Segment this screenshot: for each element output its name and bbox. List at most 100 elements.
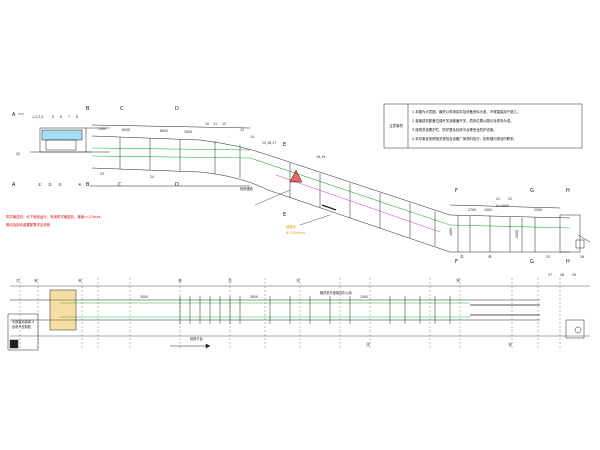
notes-header: 注意事项 — [389, 123, 403, 128]
plan-label-walkway: 检修平台 — [190, 336, 203, 341]
dim-1500: 1500 — [98, 127, 106, 131]
tag-c5: ⑤ — [460, 254, 464, 259]
section-c-top: C — [120, 106, 124, 112]
dims-upper: 1500 6000 6000 1000 2700 1000 5×3000 250… — [98, 127, 542, 238]
plan-label-drive-1: 头部驱动装置 4 — [12, 319, 34, 324]
tag-c1: ① — [38, 182, 42, 187]
tail-takeup — [577, 234, 591, 243]
yellow-note-line-1: 坡道段 — [286, 224, 296, 229]
red-note-line-2: 驱动及制动装置配置详见说明 — [6, 222, 51, 227]
plan-motor — [9, 339, 19, 349]
plan-label-29: 29 — [572, 273, 576, 277]
section-c-bottom: C — [118, 182, 122, 188]
plan-labels: 输送机头部驱动中心线 检修平台 头部驱动装置 4 及电气控制柜 3000 300… — [12, 273, 576, 341]
section-g-bottom: G — [530, 259, 534, 265]
flow-arrow-icon — [205, 343, 211, 349]
tag-c3: ③ — [58, 182, 62, 187]
plan-label-drive-2: 及电气控制柜 — [12, 324, 32, 329]
section-e-top: E — [283, 142, 286, 148]
plan-view — [7, 278, 590, 351]
notes-line-2: 2 各输送机配备拉绳开关及跑偏开关，具体位置以图示及现场为准。 — [412, 118, 514, 123]
dim-line-upper — [91, 124, 251, 129]
part-label-10: 10 — [205, 122, 209, 126]
part-label-12: 12 — [222, 122, 226, 126]
section-h-bottom: H — [566, 259, 570, 265]
belt-center-green-2 — [91, 155, 251, 159]
part-label-23: 23 — [100, 172, 104, 176]
idler-stands-slope — [289, 163, 436, 246]
tail-counterweight — [575, 239, 585, 249]
part-label-25: 25 — [546, 255, 550, 259]
dim-1800: 1800 — [449, 228, 453, 236]
part-label-18-19: 18,19 — [316, 155, 325, 159]
section-e-bottom: E — [283, 212, 286, 218]
part-label-24: 24 — [150, 175, 154, 179]
plan-dim-3000-b: 3000 — [250, 295, 258, 299]
dim-1000-b: 1000 — [484, 208, 492, 212]
incline-magenta — [275, 174, 441, 233]
section-b-bottom: B — [86, 182, 90, 188]
idler-stands-tail — [469, 216, 536, 252]
dim-2500: 2500 — [534, 208, 542, 212]
part-label-26: 26 — [580, 255, 584, 259]
part-label-7: 7 — [68, 115, 70, 119]
notes-line-4: 4 未尽事宜参照相关规范及设备厂家资料执行，如有疑问请及时联系。 — [412, 136, 517, 141]
tag-c7: ⑦ — [16, 278, 20, 283]
tag-c8: ⑧ — [34, 278, 38, 283]
dim-2700: 2700 — [468, 208, 476, 212]
part-numbers-upper: 1,2,3,4 5 6 7 8 10 11 12 13 14 15,16,17 … — [16, 115, 584, 259]
transition-top — [199, 139, 269, 156]
notes-line-3: 3 按规范设置护栏、防护罩及检修平台等安全防护设施。 — [412, 127, 497, 132]
section-g-top: G — [530, 188, 534, 194]
head-hopper — [41, 129, 83, 141]
section-d-top: D — [175, 106, 179, 112]
notes-frame — [383, 103, 583, 149]
belt-center-green-1 — [91, 147, 251, 151]
part-label-20: 20 — [16, 152, 20, 156]
belt-top-1 — [91, 135, 201, 141]
part-label-22: 22 — [508, 197, 512, 201]
part-label-1-4: 1,2,3,4 — [32, 115, 43, 119]
section-h-top: H — [566, 188, 570, 194]
part-label-8: 8 — [76, 115, 78, 119]
red-note: 带式输送机：长下坡段运行，采用带式输送机，速度v=2.5m/s， 驱动及制动装置… — [6, 214, 104, 227]
tag-c11: ⑪ — [228, 277, 232, 283]
cleaner-device — [321, 204, 337, 211]
plan-label-27: 27 — [548, 273, 552, 277]
notes-line-1: 1 本图为示意图，最终以现场实际及设备资料为准，不得直接用于施工。 — [412, 109, 520, 114]
dim-1000: 1000 — [184, 130, 192, 134]
incline-top — [267, 154, 451, 216]
part-label-13: 13 — [240, 128, 244, 132]
part-label-11: 11 — [213, 122, 217, 126]
section-d-bottom: D — [175, 182, 179, 188]
section-a-top: A — [12, 112, 16, 118]
tail-belt-top — [449, 214, 571, 219]
tag-c9: ⑨ — [78, 278, 82, 283]
tag-c14: ⑭ — [456, 277, 460, 283]
part-label-21: 21 — [496, 197, 500, 201]
tag-c13: ⑬ — [366, 341, 370, 347]
tag-c2: ② — [48, 182, 52, 187]
belt-bottom-1 — [91, 167, 201, 173]
part-label-walkway: 检修通道 — [240, 186, 254, 191]
leader-line-1 — [254, 189, 291, 206]
section-markers-upper: A A B B C C D D E E F F G G H H — [12, 106, 570, 265]
plan-dim-2500: 2500 — [360, 295, 368, 299]
plan-label-28: 28 — [560, 273, 564, 277]
tail-station-frame — [559, 214, 581, 253]
section-f-bottom: F — [455, 259, 458, 265]
brake-device-icon — [289, 169, 303, 183]
section-f-top: F — [455, 188, 458, 194]
plan-head-drive — [49, 289, 77, 331]
section-b-top: B — [86, 106, 90, 112]
incline-bottom — [267, 189, 451, 253]
circle-tags-upper: ① ② ③ ④ ⑤ ⑥ — [38, 182, 492, 259]
tag-c12: ⑫ — [296, 277, 300, 283]
dim-line-tail — [449, 204, 561, 209]
section-a-bottom: A — [12, 182, 16, 188]
yellow-note: 坡道段 B=1000mm — [286, 224, 305, 235]
plan-idler-groups — [179, 296, 451, 324]
idler-stands-top — [119, 137, 241, 178]
notes-table: 注意事项 1 本图为示意图，最终以现场实际及设备资料为准，不得直接用于施工。 2… — [383, 103, 583, 149]
